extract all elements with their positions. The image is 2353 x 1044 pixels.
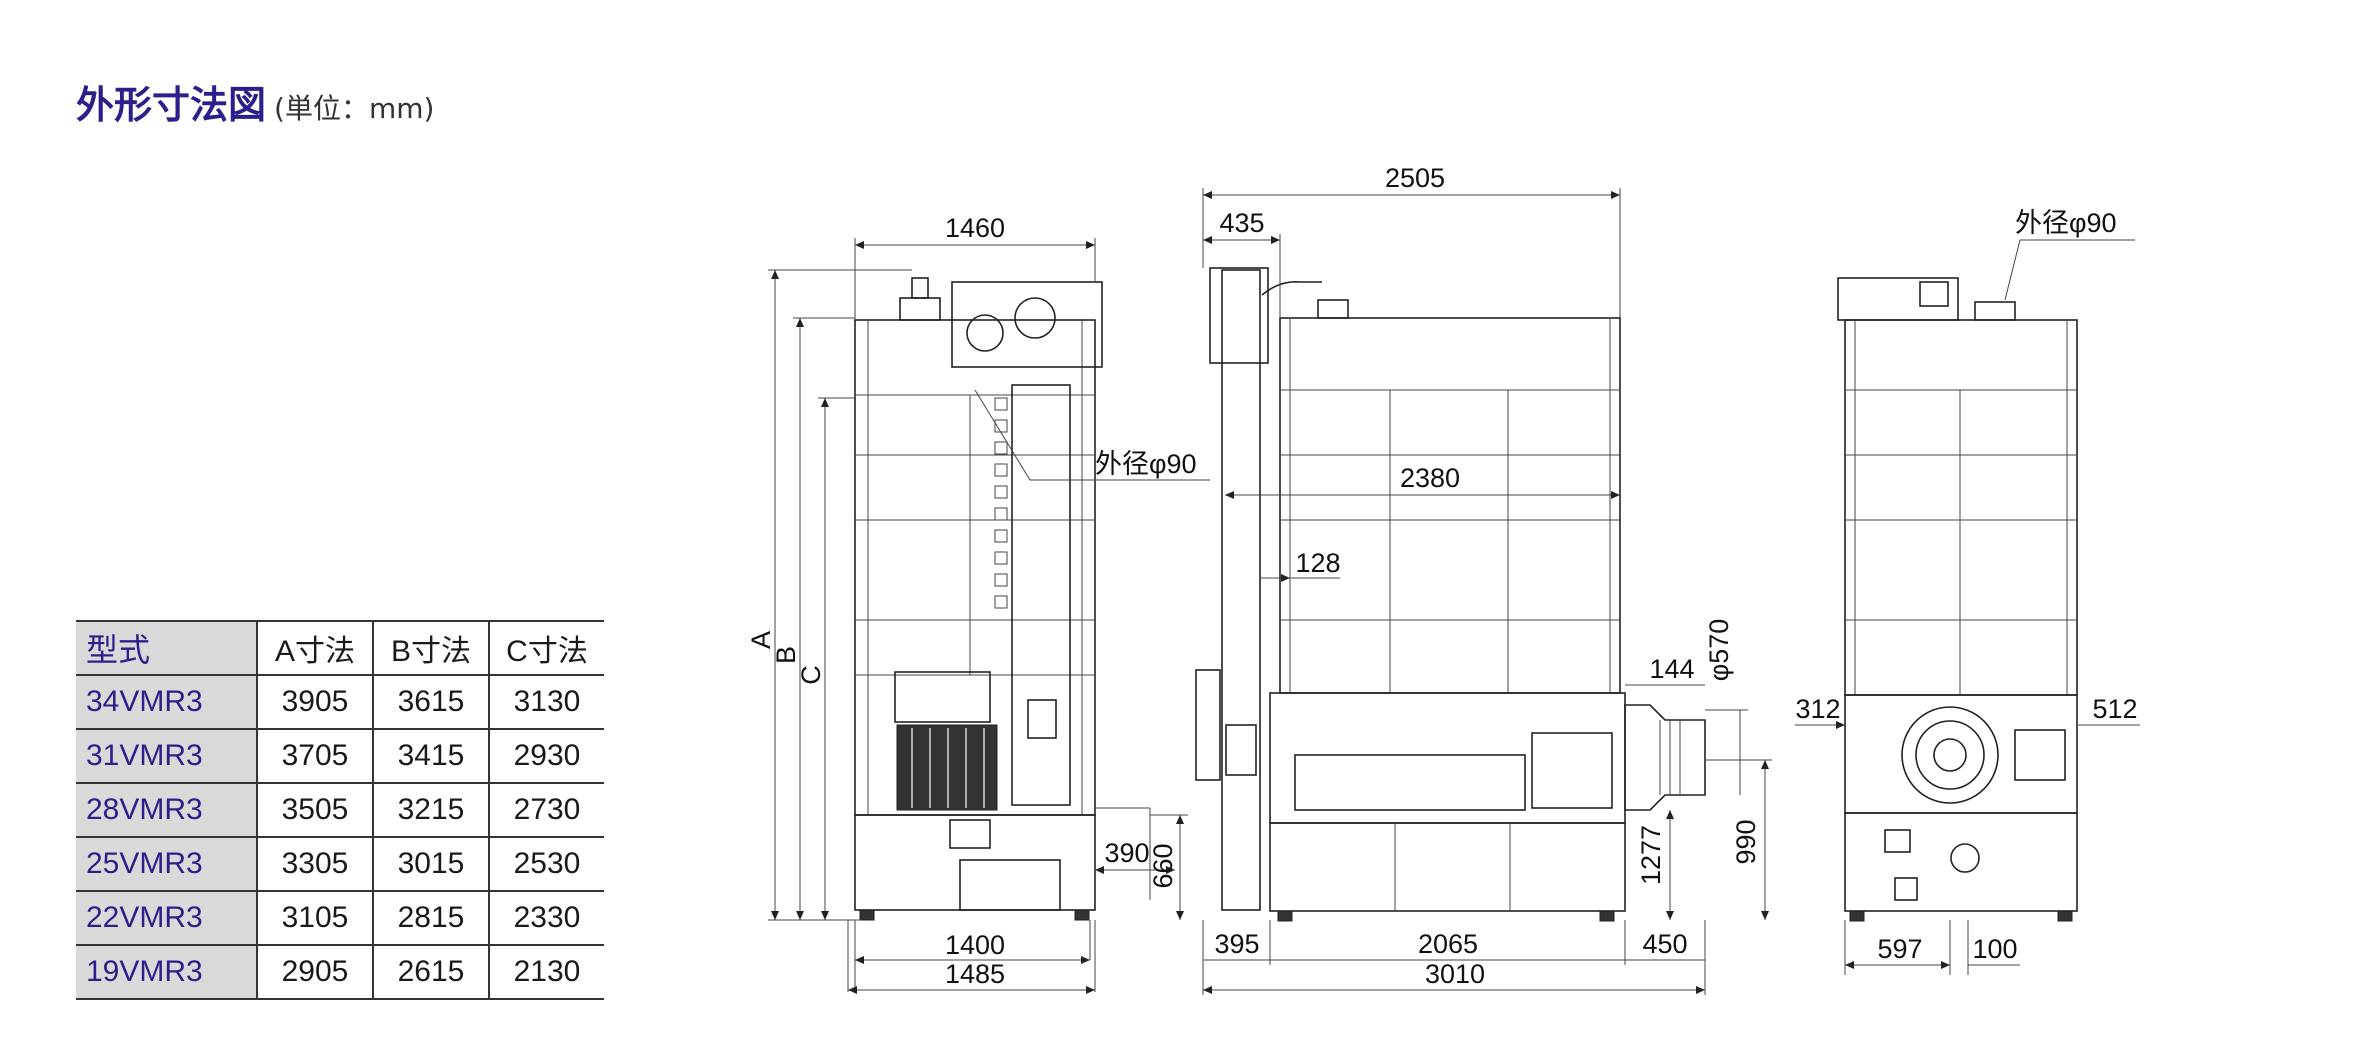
table-row: 19VMR3 2905 2615 2130: [76, 945, 604, 1000]
side-view: 2505 435 2380 128 144 φ570 1277 990 395 …: [1195, 163, 1772, 995]
cell-b: 2615: [373, 945, 490, 1000]
cell-c: 2930: [489, 729, 604, 784]
page-title: 外形寸法図 (単位：mm): [76, 74, 434, 129]
rear-fan: [1901, 706, 1999, 804]
cell-model: 19VMR3: [76, 945, 258, 1000]
cell-model: 25VMR3: [76, 837, 258, 892]
table-header-row: 型式 A寸法 B寸法 C寸法: [76, 620, 604, 676]
cell-b: 3015: [373, 837, 490, 892]
side-dim-1277: 1277: [1636, 825, 1666, 885]
header-a: A寸法: [257, 620, 374, 676]
cell-b: 3415: [373, 729, 490, 784]
cell-c: 3130: [489, 675, 604, 730]
side-dim-990: 990: [1731, 819, 1761, 864]
side-elevator: [1221, 269, 1261, 911]
side-blower: [1624, 704, 1706, 811]
rear-dim-312: 312: [1795, 694, 1840, 724]
table-row: 22VMR3 3105 2815 2330: [76, 891, 604, 946]
cell-b: 3615: [373, 675, 490, 730]
table-row: 31VMR3 3705 3415 2930: [76, 729, 604, 784]
table-row: 34VMR3 3905 3615 3130: [76, 675, 604, 730]
cell-c: 2330: [489, 891, 604, 946]
side-dim-435: 435: [1219, 208, 1264, 238]
cell-a: 3105: [257, 891, 374, 946]
title-main: 外形寸法図: [76, 83, 267, 127]
rear-dim-100: 100: [1972, 934, 2017, 964]
side-dim-450: 450: [1642, 929, 1687, 959]
rear-view: 外径φ90 312 512 597 100: [1795, 208, 2140, 975]
table-row: 28VMR3 3505 3215 2730: [76, 783, 604, 838]
front-dim-660: 660: [1148, 843, 1178, 888]
cell-model: 22VMR3: [76, 891, 258, 946]
side-dim-395: 395: [1214, 929, 1259, 959]
front-control-panel: [894, 671, 991, 723]
rear-base: [1844, 812, 2078, 912]
side-dim-phi570: φ570: [1704, 619, 1734, 682]
front-label-a: A: [746, 631, 776, 649]
cell-a: 3305: [257, 837, 374, 892]
rear-bin: [1844, 319, 2078, 696]
cell-c: 2130: [489, 945, 604, 1000]
front-view: 1460 A B C 外径φ90 390 660 1400 1485: [746, 213, 1210, 994]
header-c: C寸法: [489, 620, 604, 676]
front-label-c: C: [796, 665, 826, 685]
header-b: B寸法: [373, 620, 490, 676]
side-dim-144: 144: [1649, 654, 1694, 684]
front-dim-top: 1460: [945, 213, 1005, 243]
cell-b: 2815: [373, 891, 490, 946]
side-dim-2065: 2065: [1418, 929, 1478, 959]
side-dim-128: 128: [1295, 548, 1340, 578]
cell-a: 2905: [257, 945, 374, 1000]
cell-model: 34VMR3: [76, 675, 258, 730]
front-fan-housing: [951, 281, 1103, 368]
rear-pipe-note: 外径φ90: [2015, 208, 2117, 238]
front-dim-390: 390: [1104, 838, 1149, 868]
side-bin: [1279, 317, 1621, 694]
side-base: [1269, 822, 1626, 912]
title-unit: (単位：mm): [274, 92, 435, 125]
cell-model: 31VMR3: [76, 729, 258, 784]
front-label-b: B: [771, 646, 801, 664]
header-model: 型式: [76, 620, 258, 676]
table-row: 25VMR3 3305 3015 2530: [76, 837, 604, 892]
cell-c: 2530: [489, 837, 604, 892]
cell-model: 28VMR3: [76, 783, 258, 838]
front-dim-bottom-outer: 1485: [945, 959, 1005, 989]
front-pipe-note: 外径φ90: [1095, 449, 1197, 479]
side-dim-top: 2505: [1385, 163, 1445, 193]
front-vent-grille: [896, 724, 998, 811]
side-burner-box: [1531, 732, 1613, 809]
front-elevator: [1011, 384, 1071, 806]
side-dim-3010: 3010: [1425, 959, 1485, 989]
front-base: [854, 814, 1096, 911]
side-dryer-section: [1269, 692, 1626, 824]
side-dim-2380: 2380: [1400, 463, 1460, 493]
front-dim-bottom-inner: 1400: [945, 930, 1005, 960]
rear-fan-section: [1844, 694, 2078, 814]
rear-dim-597: 597: [1877, 934, 1922, 964]
cell-a: 3905: [257, 675, 374, 730]
cell-a: 3505: [257, 783, 374, 838]
spec-table: 型式 A寸法 B寸法 C寸法 34VMR3 3905 3615 3130 31V…: [76, 620, 604, 1000]
cell-c: 2730: [489, 783, 604, 838]
rear-dim-512: 512: [2092, 694, 2137, 724]
cell-b: 3215: [373, 783, 490, 838]
cell-a: 3705: [257, 729, 374, 784]
